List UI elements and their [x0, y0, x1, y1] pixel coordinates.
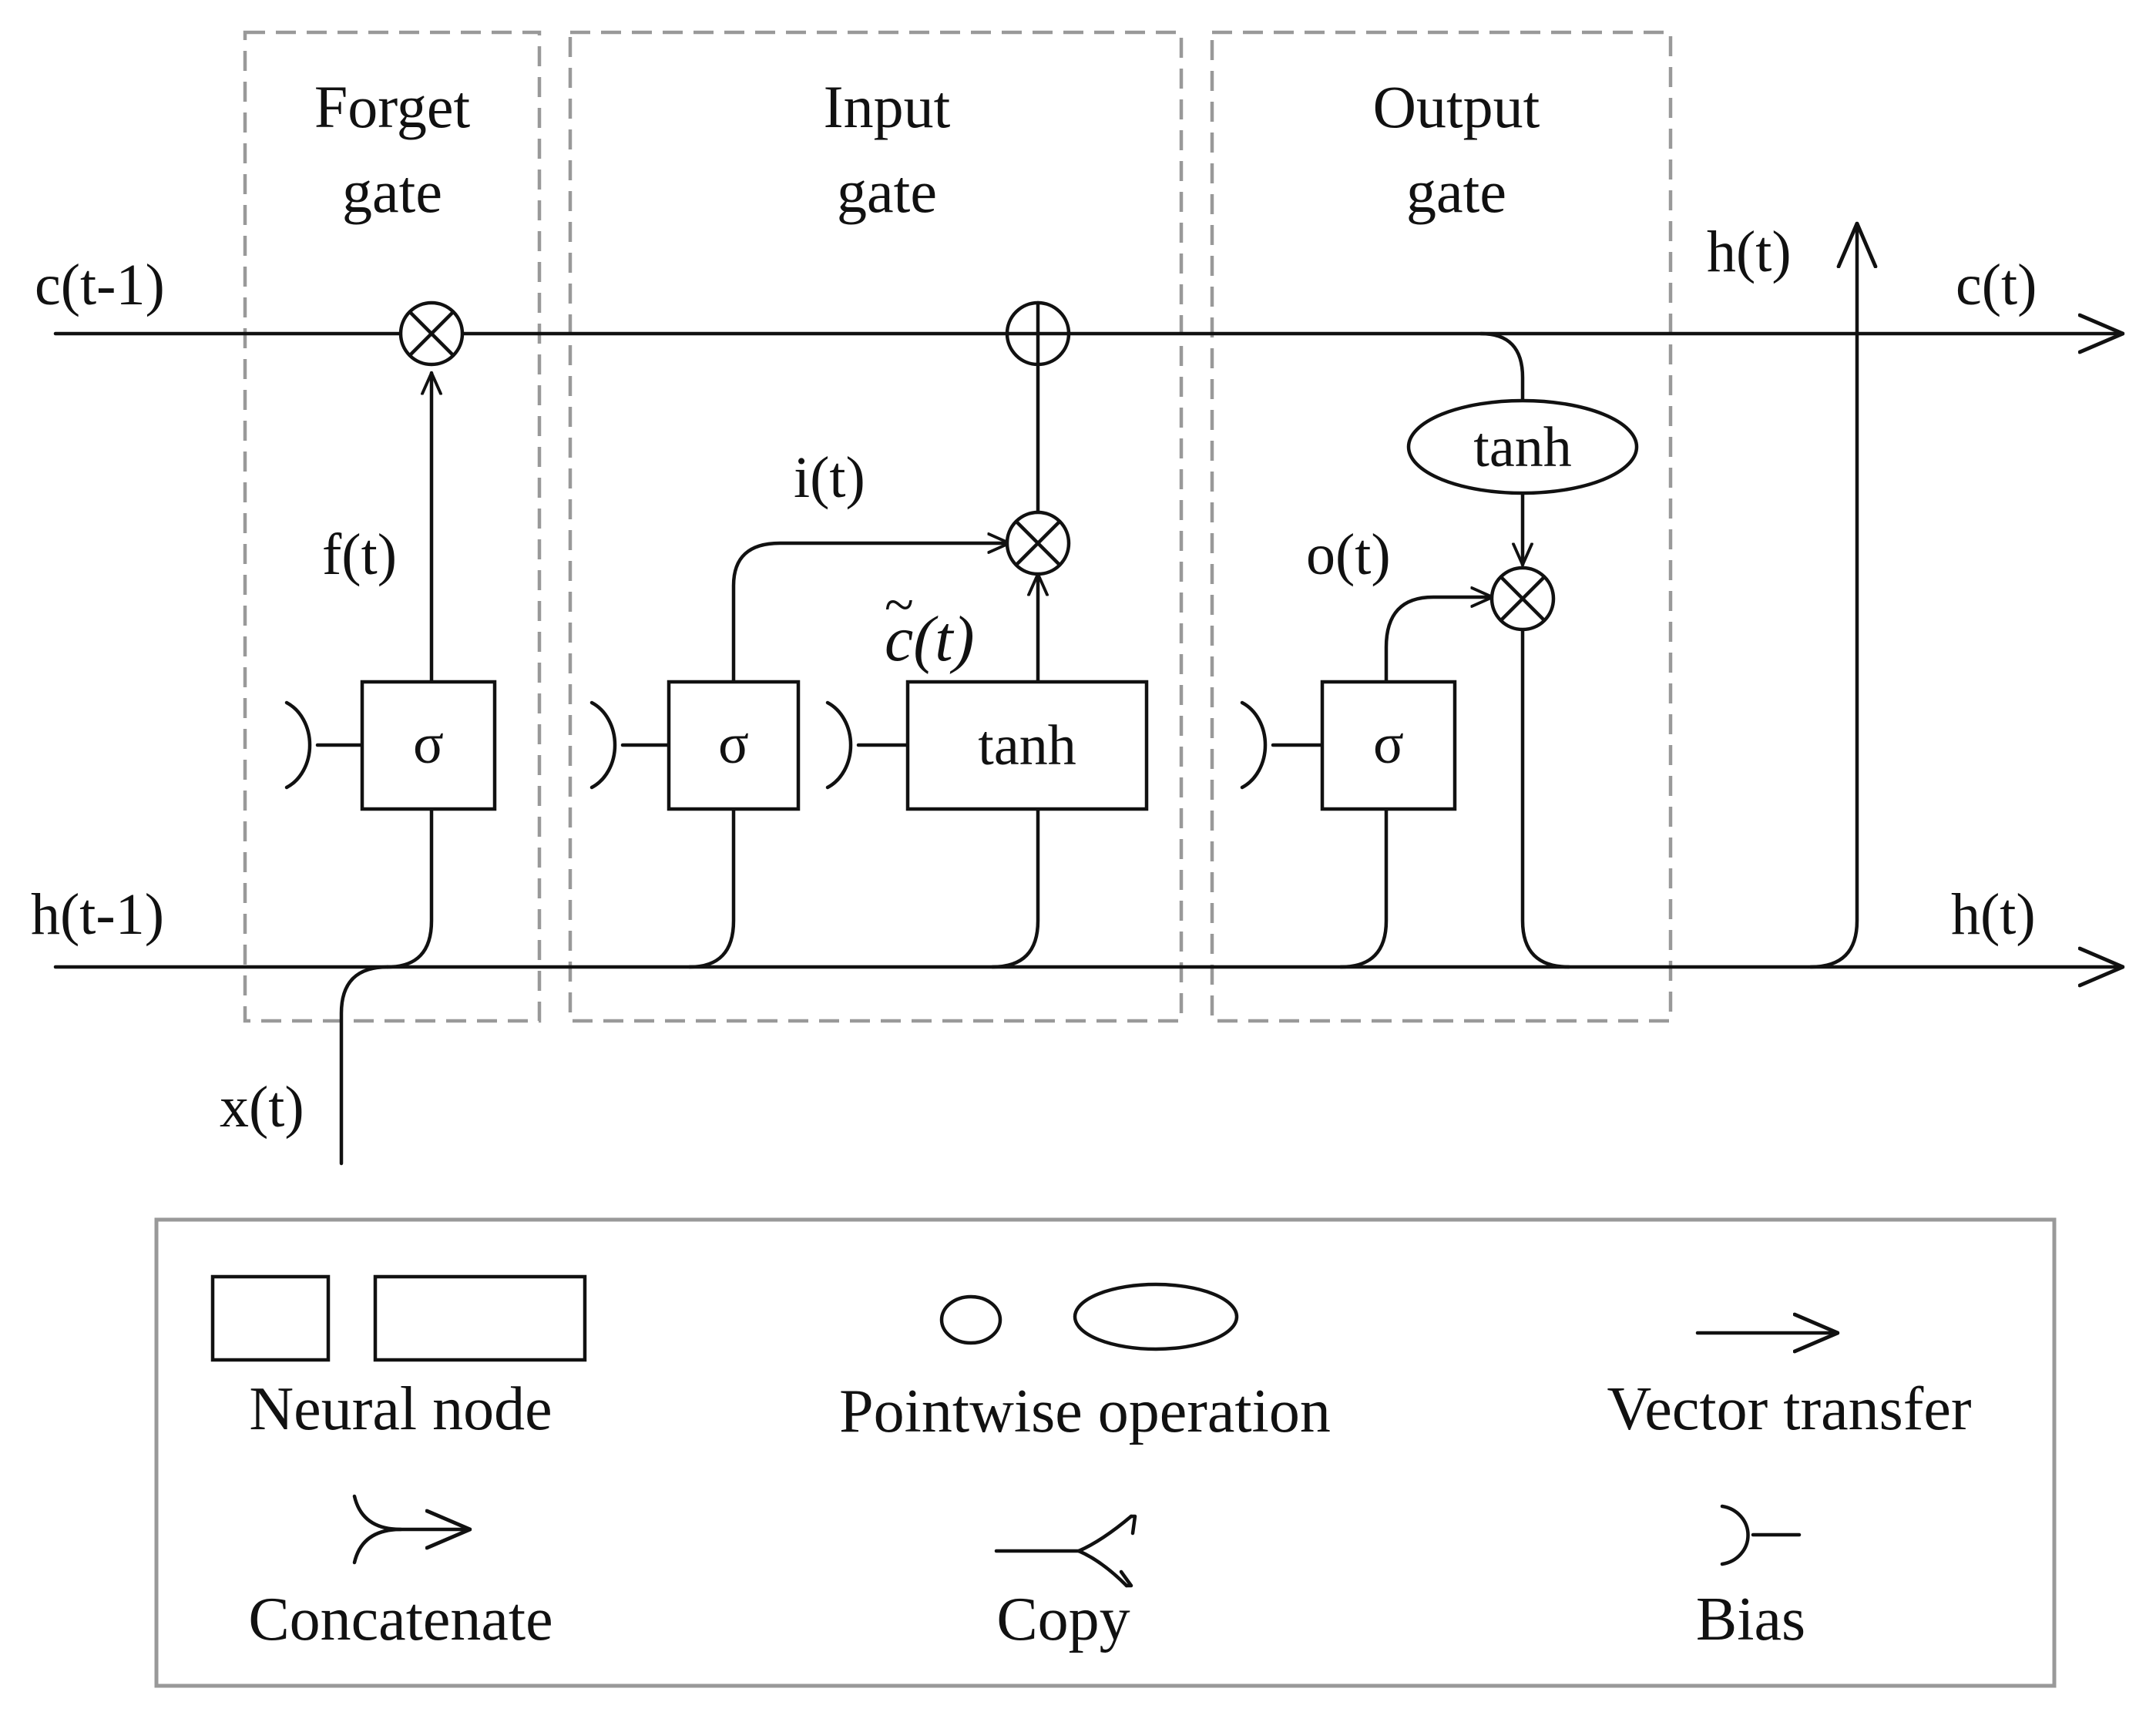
cell-add-op [1005, 300, 1071, 367]
h-prev-label: h(t-1) [31, 882, 164, 947]
legend-concatenate-label: Concatenate [248, 1586, 552, 1653]
tanh-pointwise-label: tanh [1473, 416, 1571, 479]
output-multiply-op [1489, 566, 1556, 632]
c-prev-label: c(t-1) [35, 253, 165, 317]
output-to-hidden-line [1520, 627, 1571, 969]
legend-bias-label: Bias [1696, 1586, 1805, 1653]
legend-pointwise-label: Pointwise operation [839, 1378, 1331, 1445]
x-input-line [339, 965, 390, 1166]
legend-vector-transfer-label: Vector transfer [1607, 1375, 1971, 1443]
o-label: o(t) [1306, 522, 1391, 587]
output-bias [1240, 700, 1325, 790]
legend-pointwise-ellipse [1073, 1282, 1239, 1351]
forget-bias [284, 700, 364, 790]
input-gate-title: Input [824, 73, 951, 140]
i-label: i(t) [794, 445, 865, 510]
input-bias [589, 700, 671, 790]
forget-sigma-node [360, 680, 497, 811]
x-label: x(t) [220, 1075, 304, 1140]
output-gate-arrow [1384, 597, 1495, 684]
legend-bias-symbol [1720, 1504, 1802, 1566]
forget-branch [385, 807, 434, 969]
input-sigma-branch [687, 807, 736, 969]
h-up-label: h(t) [1707, 220, 1792, 284]
legend-copy-symbol [994, 1514, 1137, 1588]
tanh-pointwise-op [1406, 398, 1639, 495]
input-gate-arrow [731, 543, 1012, 684]
cell-copy-to-tanh [1479, 331, 1525, 403]
input-multiply-op [1005, 510, 1071, 576]
forget-sigma-label: σ [413, 713, 444, 776]
forget-gate-subtitle: gate [342, 158, 442, 225]
candidate-branch [990, 807, 1040, 969]
f-label: f(t) [322, 522, 397, 587]
output-gate-title: Output [1373, 73, 1540, 140]
legend-pointwise-circle [939, 1294, 1002, 1345]
legend-neural-node-label: Neural node [249, 1375, 552, 1443]
h-up-arrow [1808, 221, 1857, 969]
forget-gate-title: Forget [314, 73, 471, 140]
output-sigma-node [1320, 680, 1457, 811]
forget-gate-frame [243, 30, 542, 1023]
input-sigma-label: σ [718, 713, 749, 776]
output-sigma-branch [1338, 807, 1389, 969]
input-sigma-node [667, 680, 801, 811]
candidate-tanh-node [905, 680, 1149, 811]
c-next-label: c(t) [1956, 253, 2037, 317]
legend-neural-node-wide [373, 1274, 587, 1362]
candidate-tilde: ~ [884, 576, 913, 635]
candidate-tanh-label: tanh [978, 714, 1076, 777]
legend-neural-node-square [210, 1274, 331, 1362]
legend-copy-label: Copy [996, 1586, 1130, 1653]
forget-multiply-op [398, 300, 465, 367]
input-gate-subtitle: gate [837, 158, 937, 225]
output-sigma-label: σ [1373, 713, 1404, 776]
candidate-bias [825, 700, 910, 790]
candidate-label: c(t) [885, 603, 975, 675]
output-gate-subtitle: gate [1406, 158, 1506, 225]
h-next-label: h(t) [1951, 882, 2036, 947]
legend-concatenate-symbol [352, 1494, 472, 1565]
output-gate-frame [1210, 30, 1673, 1023]
